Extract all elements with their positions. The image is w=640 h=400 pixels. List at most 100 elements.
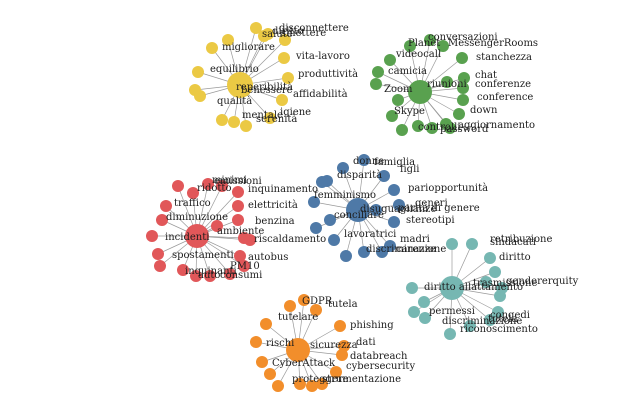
word-label: CyberAttack [272,358,336,369]
word-node [337,162,349,174]
word-node [384,54,396,66]
word-label: inquinamento [248,184,318,195]
word-label: controlli [418,122,460,133]
word-label: permessi [429,306,475,317]
word-node [358,154,370,166]
word-node [338,340,350,352]
word-label: ambiente [217,226,264,237]
word-node [310,304,322,316]
hub-label: sicurezza [310,340,358,351]
word-label: generi [415,198,448,209]
word-label: vita-lavoro [295,51,350,62]
word-label: smettere [281,28,326,39]
word-node [340,250,352,262]
word-label: riscaldamento [254,234,326,245]
word-label: diritto [499,252,531,263]
word-label: PM10 [230,261,260,272]
word-label: phishing [350,320,394,331]
hub-node [440,276,464,300]
word-node [457,94,469,106]
word-node [156,214,168,226]
word-label: elettricità [248,200,298,211]
word-node [316,176,328,188]
word-label: diminuzione [166,212,228,223]
word-node [324,214,336,226]
word-node [260,318,272,330]
word-node [388,216,400,228]
hub-node [185,224,209,248]
word-label: gendererquity [506,276,579,287]
word-node [370,204,382,216]
word-node [408,306,420,318]
word-node [238,260,250,272]
word-node [294,378,306,390]
word-label: autobus [248,252,288,263]
word-node [279,34,291,46]
word-node [211,220,223,232]
word-node [458,72,470,84]
word-node [216,180,228,192]
word-node [378,170,390,182]
word-node [393,199,405,211]
word-node [216,114,228,126]
word-node [222,34,234,46]
word-node [190,270,202,282]
word-label: MessengerRooms [448,38,538,49]
word-node [206,42,218,54]
word-node [386,110,398,122]
word-label: congedi [490,310,530,321]
word-label: lavoratrici [344,229,396,240]
word-label: riconoscimento [460,324,538,335]
word-node [298,294,310,306]
word-node [177,264,189,276]
word-label: conciliare [334,210,384,221]
word-node [396,124,408,136]
word-node [278,52,290,64]
word-label: riunioni [427,79,467,90]
word-label: mentale [242,110,283,121]
word-node [232,186,244,198]
word-label: diritto [272,26,304,37]
word-node [240,120,252,132]
word-label: password [440,124,489,135]
word-label: migliorare [222,42,275,53]
word-node [204,270,216,282]
word-label: trasmissione [473,278,537,289]
word-label: minimi [212,175,247,186]
word-node [224,268,236,280]
hub-label: diritto allattamento [424,282,523,293]
hub-node [346,198,370,222]
word-label: conversazioni [428,32,498,43]
hub-label: benessere [241,85,293,96]
word-label: spostamenti [172,250,234,261]
word-node [152,248,164,260]
word-node [316,378,328,390]
word-node [392,94,404,106]
word-label: Planet [408,38,440,49]
word-label: tutela [488,314,518,325]
word-label: tutela [328,299,358,310]
word-node [419,312,431,324]
word-label: disconnettere [279,23,349,34]
word-node [154,260,166,272]
word-node [494,290,506,302]
word-node [330,366,342,378]
word-label: affidabilità [293,89,348,100]
word-node [256,356,268,368]
word-node [358,246,370,258]
word-label: aggiornamento [458,120,535,131]
word-node [250,336,262,348]
label-layer: reperibilitàmigliorareequilibrioqualitàm… [165,23,579,385]
word-node [272,380,284,392]
word-node [189,84,201,96]
word-label: inquinanti [185,266,237,277]
word-label: madri [400,234,430,245]
word-label: cybersecurity [346,361,415,372]
word-node [372,66,384,78]
word-node [489,266,501,278]
word-label: igiene [280,107,311,118]
word-node [441,76,453,88]
word-label: discriminazione [442,316,522,327]
word-label: databreach [350,351,408,362]
